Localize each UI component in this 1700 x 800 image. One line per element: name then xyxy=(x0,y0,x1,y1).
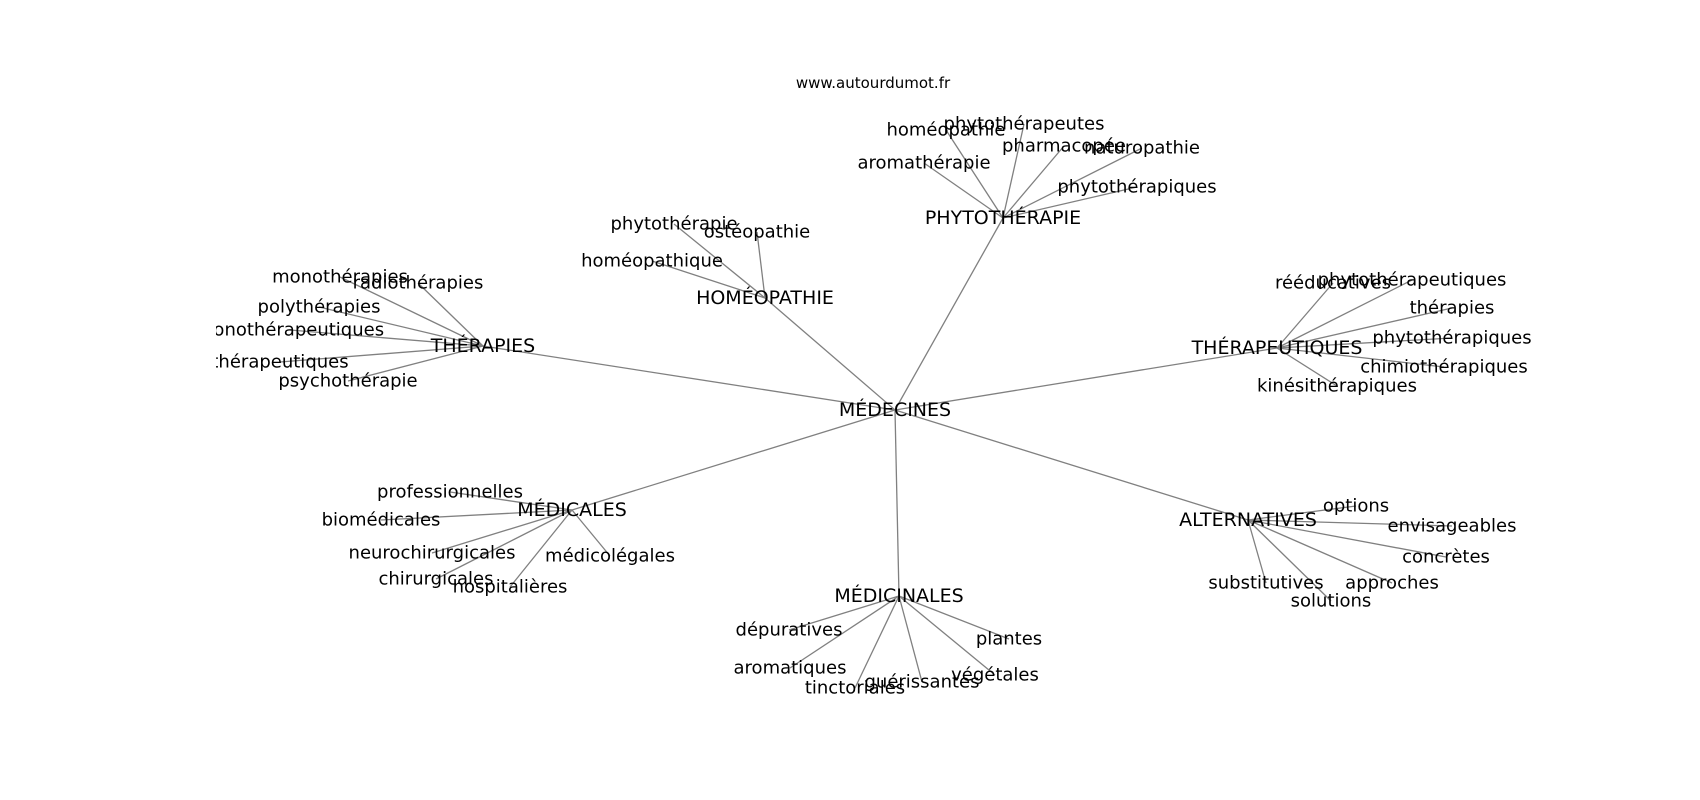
edge-4-0 xyxy=(449,491,573,511)
leaf-node: monothérapies xyxy=(272,267,408,288)
leaf-node: kinésithérapiques xyxy=(1257,376,1417,397)
edge-0-0 xyxy=(945,129,1004,219)
edge-6-2 xyxy=(789,595,900,669)
edge-6-4 xyxy=(898,595,923,683)
leaf-node: végétales xyxy=(951,665,1039,686)
edge-5-5 xyxy=(1247,519,1332,602)
center-node: MÉDECINES xyxy=(839,398,951,421)
edge-0-1 xyxy=(1002,123,1025,219)
hub-node: HOMÉOPATHIE xyxy=(696,286,834,309)
edge-2-2 xyxy=(318,306,484,347)
edge-6-3 xyxy=(898,595,996,676)
leaf-node: radiothérapies xyxy=(353,273,484,294)
leaf-node: hospitalières xyxy=(453,577,568,598)
leaf-node: thérapeutiques xyxy=(211,352,348,373)
edge-center-2 xyxy=(482,345,896,411)
edge-6-0 xyxy=(788,595,900,631)
leaf-node: guérissantes xyxy=(864,672,979,693)
leaf-node: neurochirurgicales xyxy=(349,543,516,564)
edge-center-4 xyxy=(571,409,896,511)
edge-4-5 xyxy=(571,509,611,557)
leaf-node: phytothérapeutiques xyxy=(1318,270,1507,291)
edge-5-2 xyxy=(1247,519,1447,558)
edge-2-5 xyxy=(347,345,484,382)
leaf-node: substitutives xyxy=(1208,573,1323,594)
edge-2-3 xyxy=(289,329,484,347)
edge-1-1 xyxy=(756,231,766,299)
leaf-node: professionnelles xyxy=(377,482,523,503)
leaf-node: concrètes xyxy=(1402,547,1490,568)
edge-2-4 xyxy=(279,345,484,363)
leaf-node: monothérapeutiques xyxy=(196,320,384,341)
leaf-node: biomédicales xyxy=(322,510,441,531)
edge-2-0 xyxy=(339,276,484,347)
leaf-node: aromatiques xyxy=(734,658,847,679)
edge-6-5 xyxy=(854,595,900,689)
edge-center-5 xyxy=(894,409,1249,521)
edge-5-1 xyxy=(1247,519,1453,527)
leaf-node: envisageables xyxy=(1388,516,1517,537)
leaf-node: tinctoriales xyxy=(805,678,905,699)
leaf-node: phytothérapeutes xyxy=(944,114,1105,135)
edge-5-4 xyxy=(1247,519,1267,584)
edge-5-0 xyxy=(1247,505,1357,521)
edge-6-1 xyxy=(898,595,1010,640)
hub-node: PHYTOTHÉRAPIE xyxy=(925,206,1081,229)
leaf-node: chirurgicales xyxy=(378,569,493,590)
leaf-node: homéopathie xyxy=(886,120,1005,141)
edge-3-2 xyxy=(1276,307,1453,349)
edge-3-0 xyxy=(1276,282,1334,349)
graph-labels: MÉDECINESPHYTOTHÉRAPIEhoméopathiephytoth… xyxy=(196,114,1532,699)
edge-5-3 xyxy=(1247,519,1393,584)
edge-4-2 xyxy=(431,509,573,554)
leaf-node: approches xyxy=(1345,573,1439,594)
watermark: www.autourdumot.fr xyxy=(796,74,951,92)
leaf-node: aromathérapie xyxy=(857,153,990,174)
edge-4-3 xyxy=(435,509,573,580)
leaf-node: pharmacopée xyxy=(1002,136,1126,157)
leaf-node: solutions xyxy=(1291,591,1372,612)
hub-node: THÉRAPEUTIQUES xyxy=(1191,336,1363,359)
edge-center-1 xyxy=(764,297,896,411)
edge-4-4 xyxy=(509,509,573,588)
leaf-node: plantes xyxy=(976,629,1042,650)
leaf-node: phytothérapie xyxy=(610,214,737,235)
edge-3-1 xyxy=(1276,279,1413,349)
leaf-node: homéopathique xyxy=(581,251,723,272)
leaf-node: ostéopathie xyxy=(704,222,811,243)
edge-0-4 xyxy=(923,162,1004,219)
edge-1-0 xyxy=(673,223,766,299)
edge-3-4 xyxy=(1276,347,1445,368)
edge-3-3 xyxy=(1276,337,1453,349)
edge-0-2 xyxy=(1002,145,1065,219)
leaf-node: polythérapies xyxy=(258,297,381,318)
leaf-node: naturopathie xyxy=(1084,138,1200,159)
leaf-node: rééducatives xyxy=(1275,273,1391,294)
leaf-node: psychothérapie xyxy=(278,371,417,392)
edge-2-1 xyxy=(417,282,484,347)
leaf-node: phytothérapiques xyxy=(1057,177,1216,198)
edge-0-5 xyxy=(1002,186,1138,219)
hub-node: THÉRAPIES xyxy=(430,334,535,357)
edge-center-0 xyxy=(894,217,1004,411)
leaf-node: médicolégales xyxy=(545,546,675,567)
leaf-node: options xyxy=(1323,496,1389,517)
hub-node: MÉDICINALES xyxy=(834,584,963,607)
graph-edges xyxy=(279,123,1453,689)
hub-node: ALTERNATIVES xyxy=(1179,509,1317,531)
edge-1-2 xyxy=(651,260,766,299)
leaf-node: thérapies xyxy=(1410,298,1495,319)
edge-center-6 xyxy=(894,409,900,597)
leaf-node: chimiothérapiques xyxy=(1360,357,1528,378)
edge-3-5 xyxy=(1276,347,1338,387)
leaf-node: phytothérapiques xyxy=(1372,328,1531,349)
edge-4-1 xyxy=(380,509,573,521)
leaf-node: dépuratives xyxy=(736,620,843,641)
edge-center-3 xyxy=(894,347,1278,411)
edge-0-3 xyxy=(1002,147,1143,219)
hub-node: MÉDICALES xyxy=(517,498,627,521)
